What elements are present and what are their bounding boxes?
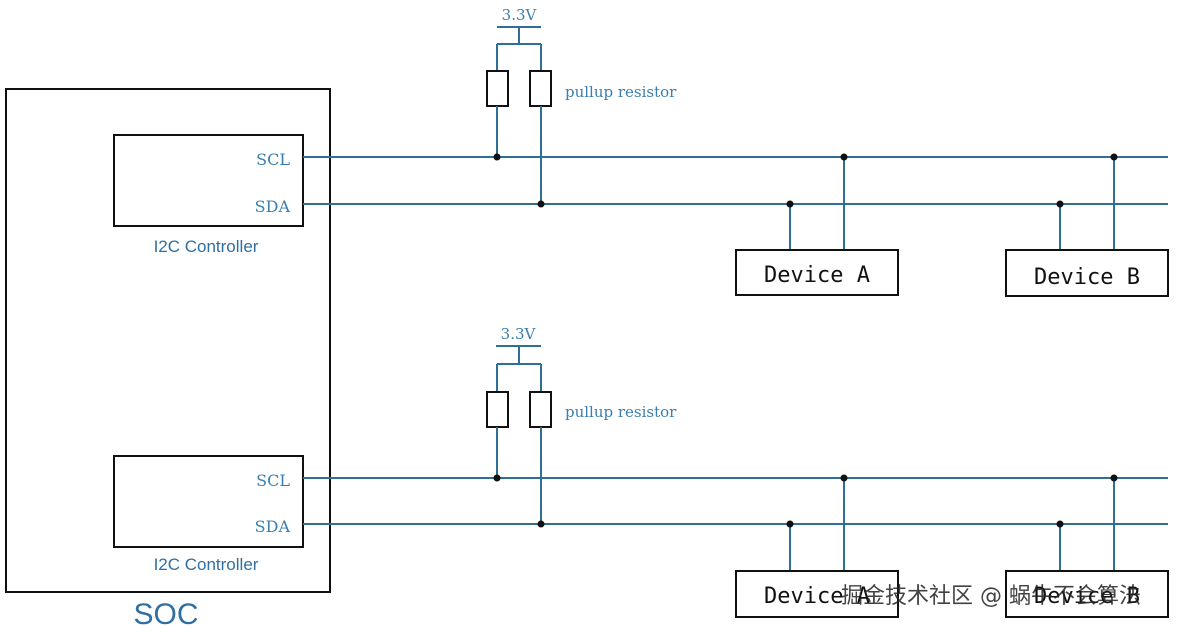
pullup-resistor-scl	[486, 70, 509, 107]
device-b-box	[1005, 570, 1169, 618]
junction-dot	[840, 474, 848, 482]
device-a-box	[735, 249, 899, 296]
bus-bottom: SCL SDA I2C Controller 3.3V pullup resis…	[113, 325, 1169, 618]
sda-label: SDA	[255, 197, 291, 216]
pullup-resistor-scl	[486, 391, 509, 428]
junction-dot	[1110, 153, 1118, 161]
junction-dot	[537, 200, 545, 208]
device-b-label: Device B	[1034, 584, 1140, 609]
soc-label: SOC	[133, 598, 198, 628]
pullup-resistor-label: pullup resistor	[565, 403, 677, 421]
i2c-controller-label: I2C Controller	[154, 555, 259, 574]
supply-label: 3.3V	[501, 325, 537, 343]
junction-dot	[493, 474, 501, 482]
junction-dot	[786, 200, 794, 208]
device-b-box	[1005, 249, 1169, 297]
i2c-controller-box	[113, 134, 304, 227]
junction-dot	[786, 520, 794, 528]
device-a-box	[735, 570, 899, 618]
junction-dot	[537, 520, 545, 528]
i2c-controller-label: I2C Controller	[154, 237, 259, 256]
junction-dot	[1056, 200, 1064, 208]
device-b-label: Device B	[1034, 265, 1140, 290]
device-a-label: Device A	[764, 584, 870, 609]
scl-label: SCL	[256, 150, 290, 169]
junction-dot	[493, 153, 501, 161]
sda-label: SDA	[255, 517, 291, 536]
device-a-label: Device A	[764, 263, 870, 288]
pullup-resistor-sda	[529, 391, 552, 428]
bus-top: SCL SDA I2C Controller 3.3V pullup resis…	[113, 6, 1169, 297]
scl-label: SCL	[256, 471, 290, 490]
pullup-resistor-label: pullup resistor	[565, 83, 677, 101]
pullup-resistor-sda	[529, 70, 552, 107]
i2c-controller-box	[113, 455, 304, 548]
junction-dot	[1056, 520, 1064, 528]
watermark-text: 掘金技术社区 @ 蜗牛不会算法	[841, 584, 1141, 609]
supply-label: 3.3V	[502, 6, 538, 24]
junction-dot	[1110, 474, 1118, 482]
junction-dot	[840, 153, 848, 161]
